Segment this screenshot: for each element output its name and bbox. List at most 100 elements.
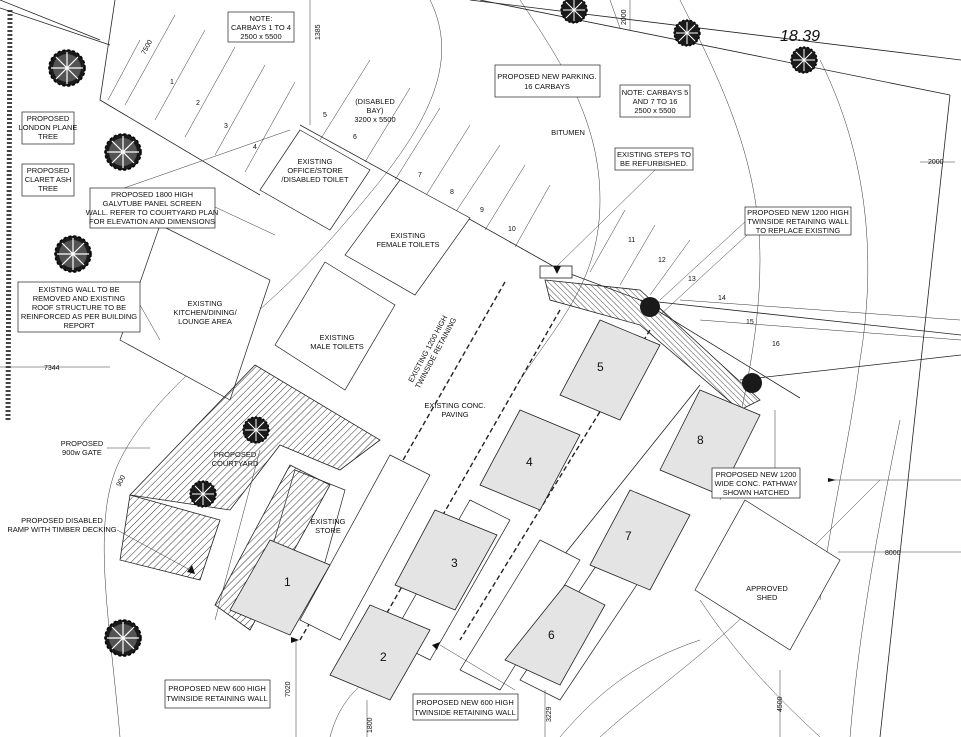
tree-icon (104, 133, 142, 171)
svg-text:1: 1 (284, 575, 291, 589)
svg-text:3: 3 (224, 123, 228, 130)
pod-3 (394, 509, 498, 611)
svg-text:6: 6 (548, 628, 555, 642)
tree-icon (742, 373, 762, 393)
svg-text:WALL. REFER TO COURTYARD PLAN: WALL. REFER TO COURTYARD PLAN (86, 208, 219, 217)
property-boundary (469, 0, 961, 737)
svg-text:PROPOSED: PROPOSED (214, 450, 257, 459)
svg-text:16 CARBAYS: 16 CARBAYS (524, 82, 570, 91)
svg-text:PROPOSED DISABLED: PROPOSED DISABLED (21, 516, 103, 525)
label-disabled-bay: (DISABLED BAY) 3200 x 5500 (354, 97, 395, 124)
label-gate: PROPOSED 900w GATE (61, 439, 104, 457)
label-london-plane: PROPOSED LONDON PLANE TREE (19, 111, 77, 145)
pod-7 (589, 489, 691, 591)
svg-text:PROPOSED 1800 HIGH: PROPOSED 1800 HIGH (111, 190, 193, 199)
existing-buildings (119, 129, 471, 581)
label-retaining-600-left: PROPOSED NEW 600 HIGH TWINSIDE RETAINING… (164, 679, 271, 709)
note-carbays-1-4: NOTE: CARBAYS 1 TO 4 2500 x 5500 (227, 11, 295, 43)
svg-text:EXISTING: EXISTING (187, 299, 222, 308)
svg-text:2500 x 5500: 2500 x 5500 (240, 32, 281, 41)
label-screen-wall: PROPOSED 1800 HIGH GALVTUBE PANEL SCREEN… (86, 187, 219, 229)
svg-text:TWINSIDE RETAINING WALL: TWINSIDE RETAINING WALL (747, 217, 848, 226)
svg-text:REINFORCED AS PER BUILDING: REINFORCED AS PER BUILDING (21, 312, 137, 321)
svg-text:6: 6 (353, 134, 357, 141)
claret-ash-tree-icon (54, 235, 92, 273)
tree-icon (640, 297, 660, 317)
svg-text:SHED: SHED (757, 593, 778, 602)
svg-text:PROPOSED NEW PARKING.: PROPOSED NEW PARKING. (497, 72, 596, 81)
svg-text:EXISTING: EXISTING (390, 231, 425, 240)
label-retaining-1200: EXISTING 1200 HIGH TWINSIDE RETAINING (406, 314, 458, 390)
carbay-lines (124, 14, 961, 341)
svg-text:RAMP WITH TIMBER DECKING: RAMP WITH TIMBER DECKING (7, 525, 116, 534)
svg-text:7: 7 (625, 529, 632, 543)
disabled-ramp (119, 494, 221, 581)
svg-text:COURTYARD: COURTYARD (212, 459, 259, 468)
svg-text:5: 5 (597, 360, 604, 374)
svg-text:PROPOSED: PROPOSED (27, 114, 70, 123)
svg-text:LOUNGE AREA: LOUNGE AREA (178, 317, 232, 326)
svg-text:FOR ELEVATION AND DIMENSIONS: FOR ELEVATION AND DIMENSIONS (89, 217, 215, 226)
bay-numbers: 1 2 3 4 5 6 7 8 9 10 11 12 13 14 15 16 (170, 79, 780, 348)
svg-text:ROOF STRUCTURE TO BE: ROOF STRUCTURE TO BE (32, 303, 126, 312)
svg-text:3: 3 (451, 556, 458, 570)
svg-text:EXISTING: EXISTING (319, 333, 354, 342)
label-store: EXISTING STORE (310, 517, 345, 535)
svg-text:GALVTUBE PANEL SCREEN: GALVTUBE PANEL SCREEN (103, 199, 202, 208)
svg-text:REPORT: REPORT (63, 321, 95, 330)
svg-text:3200 x 5500: 3200 x 5500 (354, 115, 395, 124)
svg-text:TO REPLACE EXISTING: TO REPLACE EXISTING (756, 226, 841, 235)
label-office: EXISTING OFFICE/STORE /DISABLED TOILET (281, 157, 349, 184)
svg-text:PAVING: PAVING (441, 410, 468, 419)
label-existing-wall: EXISTING WALL TO BE REMOVED AND EXISTING… (17, 281, 141, 333)
svg-text:SHOWN HATCHED: SHOWN HATCHED (723, 488, 790, 497)
svg-text:PROPOSED NEW 600 HIGH: PROPOSED NEW 600 HIGH (168, 684, 266, 693)
approved-shed (694, 499, 841, 651)
accommodation-pods (229, 319, 761, 701)
pod-numbers: 1 2 3 4 5 6 7 8 (284, 360, 704, 664)
svg-text:/DISABLED TOILET: /DISABLED TOILET (281, 175, 349, 184)
svg-text:7344: 7344 (44, 365, 60, 372)
svg-text:8: 8 (697, 433, 704, 447)
label-male-toilets: EXISTING MALE TOILETS (310, 333, 364, 351)
label-ramp: PROPOSED DISABLED RAMP WITH TIMBER DECKI… (7, 516, 116, 534)
pod-6 (504, 584, 606, 686)
svg-text:TWINSIDE RETAINING WALL: TWINSIDE RETAINING WALL (414, 708, 515, 717)
svg-text:12: 12 (658, 257, 666, 264)
svg-text:NOTE: CARBAYS 5: NOTE: CARBAYS 5 (622, 88, 689, 97)
tree-icon (790, 46, 818, 74)
svg-text:BE REFURBISHED.: BE REFURBISHED. (620, 159, 688, 168)
svg-text:WIDE CONC. PATHWAY: WIDE CONC. PATHWAY (714, 479, 797, 488)
svg-text:7020: 7020 (285, 681, 292, 697)
svg-text:10: 10 (508, 226, 516, 233)
svg-text:4500: 4500 (777, 696, 784, 712)
svg-text:13: 13 (688, 276, 696, 283)
svg-text:PROPOSED NEW 600 HIGH: PROPOSED NEW 600 HIGH (416, 698, 514, 707)
tree-icon (104, 619, 142, 657)
svg-text:14: 14 (718, 295, 726, 302)
tree-icon (242, 416, 270, 444)
label-shed: APPROVED SHED (746, 584, 788, 602)
svg-text:7: 7 (418, 172, 422, 179)
svg-text:EXISTING WALL TO BE: EXISTING WALL TO BE (38, 285, 119, 294)
svg-text:5: 5 (323, 112, 327, 119)
label-new-retaining-1200: PROPOSED NEW 1200 HIGH TWINSIDE RETAININ… (744, 206, 852, 236)
svg-text:CARBAYS 1 TO 4: CARBAYS 1 TO 4 (231, 23, 291, 32)
boundary-wall-left (5, 9, 13, 421)
svg-text:TREE: TREE (38, 132, 58, 141)
svg-text:900w GATE: 900w GATE (62, 448, 102, 457)
svg-text:CLARET ASH: CLARET ASH (25, 175, 72, 184)
label-retaining-600-right: PROPOSED NEW 600 HIGH TWINSIDE RETAINING… (412, 693, 519, 721)
svg-text:APPROVED: APPROVED (746, 584, 788, 593)
svg-text:3229: 3229 (546, 706, 553, 722)
svg-text:EXISTING: EXISTING (297, 157, 332, 166)
label-new-parking: PROPOSED NEW PARKING. 16 CARBAYS (494, 64, 601, 98)
svg-text:4: 4 (253, 144, 257, 151)
label-kitchen: EXISTING KITCHEN/DINING/ LOUNGE AREA (173, 299, 237, 326)
svg-text:4: 4 (526, 455, 533, 469)
svg-text:15: 15 (746, 319, 754, 326)
svg-text:REMOVED AND EXISTING: REMOVED AND EXISTING (33, 294, 126, 303)
label-pathway: PROPOSED NEW 1200 WIDE CONC. PATHWAY SHO… (711, 467, 801, 499)
label-steps: EXISTING STEPS TO BE REFURBISHED. (614, 147, 694, 171)
